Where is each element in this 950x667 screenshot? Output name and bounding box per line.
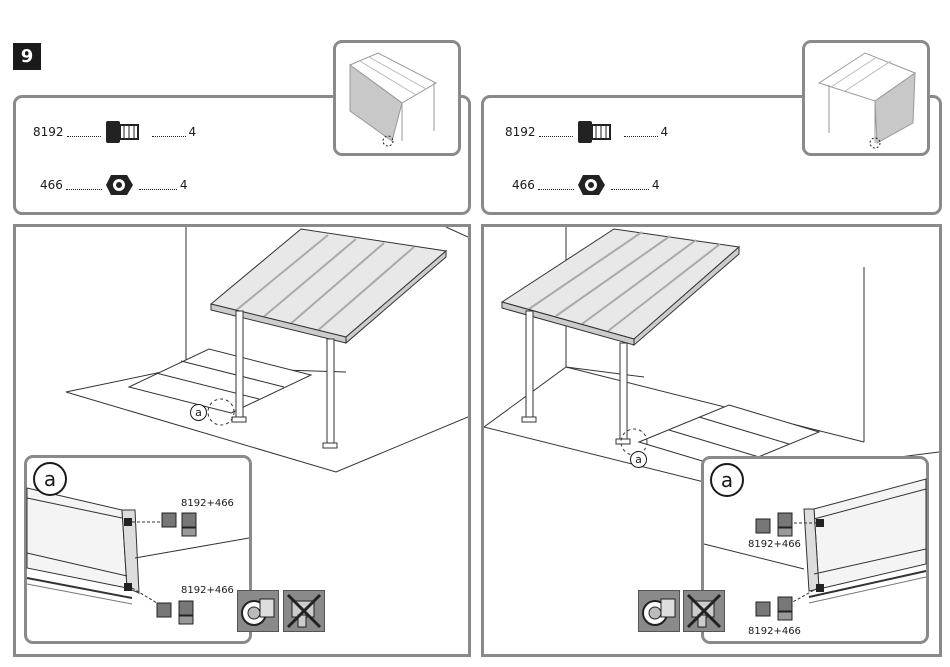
left-overview-thumbnail: [333, 40, 461, 156]
bolt-icon: [104, 119, 144, 145]
part-code: 8192: [33, 125, 64, 139]
leader-dots: [539, 128, 573, 137]
right-part-row-bolt: 8192 4: [505, 119, 668, 145]
step-number-badge: 9: [13, 43, 41, 70]
flange-nut-icon: [577, 172, 607, 198]
socket-wrench-icon: [237, 590, 279, 632]
right-part-row-nut: 466 4: [512, 172, 660, 198]
no-power-drill-icon: [283, 590, 325, 632]
leader-dots: [611, 181, 649, 190]
fixing-annotation-top: 8192+466: [748, 539, 801, 550]
leader-dots: [152, 128, 186, 137]
left-part-row-bolt: 8192 4: [33, 119, 196, 145]
fixing-annotation-bottom: 8192+466: [181, 585, 234, 596]
part-code: 466: [512, 178, 535, 192]
part-code: 466: [40, 178, 63, 192]
fixing-annotation-bottom: 8192+466: [748, 626, 801, 637]
part-qty: 4: [189, 125, 197, 139]
pergola-thumbnail-icon: [336, 43, 458, 153]
right-overview-thumbnail: [802, 40, 930, 156]
detail-a-label: a: [710, 463, 744, 497]
left-part-row-nut: 466 4: [40, 172, 188, 198]
leader-dots: [67, 128, 101, 137]
callout-a-marker: a: [190, 404, 207, 421]
right-detail-panel: a 8192+466 8192+466: [701, 456, 929, 644]
leader-dots: [538, 181, 574, 190]
fixing-annotation-top: 8192+466: [181, 498, 234, 509]
part-qty: 4: [180, 178, 188, 192]
socket-wrench-icon: [638, 590, 680, 632]
part-qty: 4: [652, 178, 660, 192]
callout-a-marker: a: [630, 451, 647, 468]
no-power-drill-icon: [683, 590, 725, 632]
bolt-icon: [576, 119, 616, 145]
left-detail-panel: a 8192+466 8192+466: [24, 455, 252, 644]
leader-dots: [66, 181, 102, 190]
leader-dots: [624, 128, 658, 137]
part-qty: 4: [661, 125, 669, 139]
part-code: 8192: [505, 125, 536, 139]
flange-nut-icon: [105, 172, 135, 198]
detail-a-label: a: [33, 462, 67, 496]
leader-dots: [139, 181, 177, 190]
pergola-thumbnail-icon: [805, 43, 927, 153]
